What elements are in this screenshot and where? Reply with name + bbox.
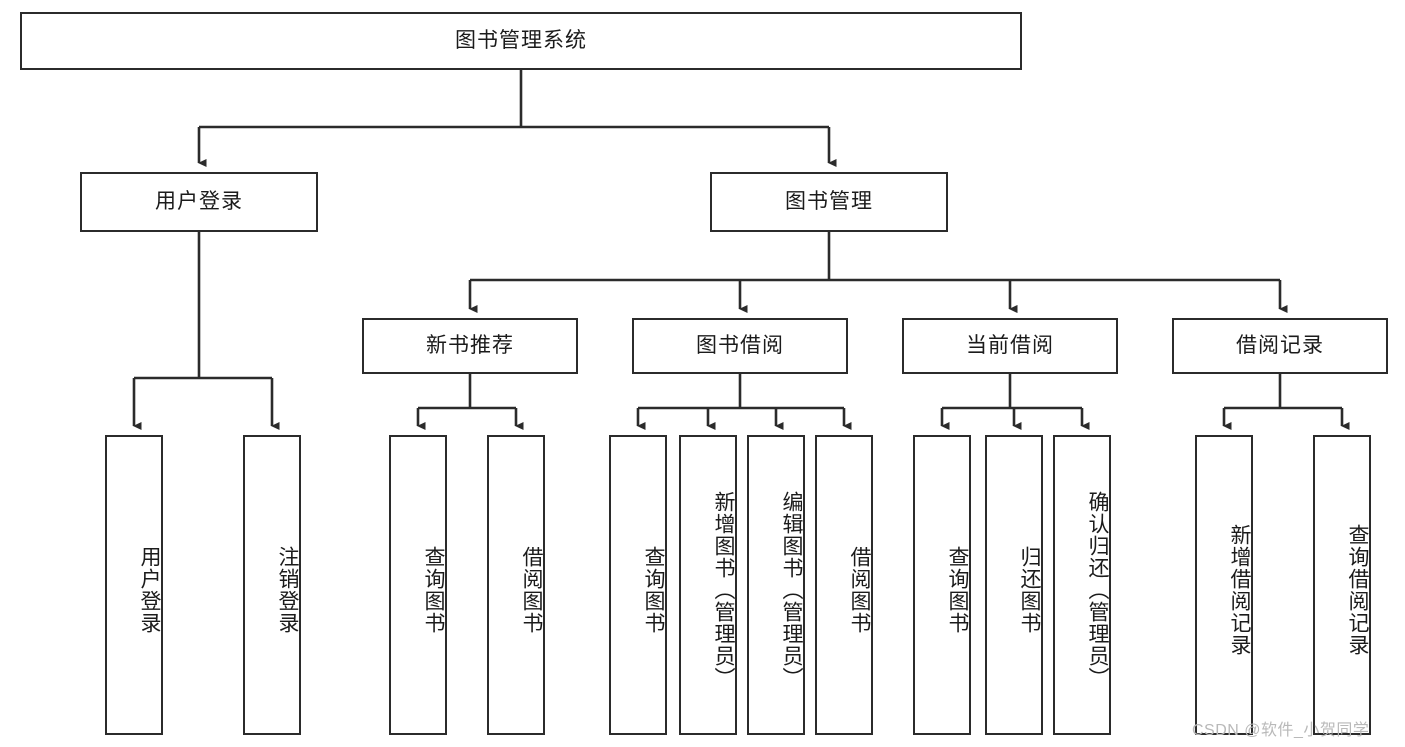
node-root-label: 图书管理系统 — [455, 29, 587, 53]
leaf-borrow-book-1[interactable]: 借阅图书 — [487, 435, 545, 735]
leaf-edit-book-label: 编辑图书（管理员） — [780, 491, 803, 689]
node-new-book-recommend-label: 新书推荐 — [426, 334, 514, 358]
leaf-add-book-label: 新增图书（管理员） — [712, 491, 735, 689]
node-current-borrow[interactable]: 当前借阅 — [902, 318, 1118, 374]
node-root[interactable]: 图书管理系统 — [20, 12, 1022, 70]
leaf-logout-label: 注销登录 — [276, 546, 299, 634]
leaf-add-borrow-record-label: 新增借阅记录 — [1228, 524, 1251, 656]
leaf-query-book-1[interactable]: 查询图书 — [389, 435, 447, 735]
node-user-login[interactable]: 用户登录 — [80, 172, 318, 232]
leaf-borrow-book-2[interactable]: 借阅图书 — [815, 435, 873, 735]
leaf-user-login[interactable]: 用户登录 — [105, 435, 163, 735]
node-book-management[interactable]: 图书管理 — [710, 172, 948, 232]
node-book-management-label: 图书管理 — [785, 190, 873, 214]
leaf-return-book[interactable]: 归还图书 — [985, 435, 1043, 735]
node-book-borrow-label: 图书借阅 — [696, 334, 784, 358]
leaf-edit-book[interactable]: 编辑图书（管理员） — [747, 435, 805, 735]
node-borrow-record[interactable]: 借阅记录 — [1172, 318, 1388, 374]
leaf-query-book-1-label: 查询图书 — [422, 546, 445, 634]
csdn-watermark: CSDN @软件_小贺同学 — [1192, 722, 1370, 739]
leaf-user-login-label: 用户登录 — [138, 546, 161, 634]
node-user-login-label: 用户登录 — [155, 190, 243, 214]
node-book-borrow[interactable]: 图书借阅 — [632, 318, 848, 374]
leaf-borrow-book-2-label: 借阅图书 — [848, 546, 871, 634]
leaf-query-borrow-record[interactable]: 查询借阅记录 — [1313, 435, 1371, 735]
leaf-query-book-3-label: 查询图书 — [946, 546, 969, 634]
leaf-query-borrow-record-label: 查询借阅记录 — [1346, 524, 1369, 656]
leaf-logout[interactable]: 注销登录 — [243, 435, 301, 735]
node-current-borrow-label: 当前借阅 — [966, 334, 1054, 358]
leaf-query-book-2[interactable]: 查询图书 — [609, 435, 667, 735]
leaf-confirm-return-label: 确认归还（管理员） — [1086, 491, 1109, 689]
leaf-add-book[interactable]: 新增图书（管理员） — [679, 435, 737, 735]
leaf-confirm-return[interactable]: 确认归还（管理员） — [1053, 435, 1111, 735]
leaf-query-book-3[interactable]: 查询图书 — [913, 435, 971, 735]
leaf-borrow-book-1-label: 借阅图书 — [520, 546, 543, 634]
leaf-add-borrow-record[interactable]: 新增借阅记录 — [1195, 435, 1253, 735]
leaf-return-book-label: 归还图书 — [1018, 546, 1041, 634]
node-new-book-recommend[interactable]: 新书推荐 — [362, 318, 578, 374]
leaf-query-book-2-label: 查询图书 — [642, 546, 665, 634]
node-borrow-record-label: 借阅记录 — [1236, 334, 1324, 358]
